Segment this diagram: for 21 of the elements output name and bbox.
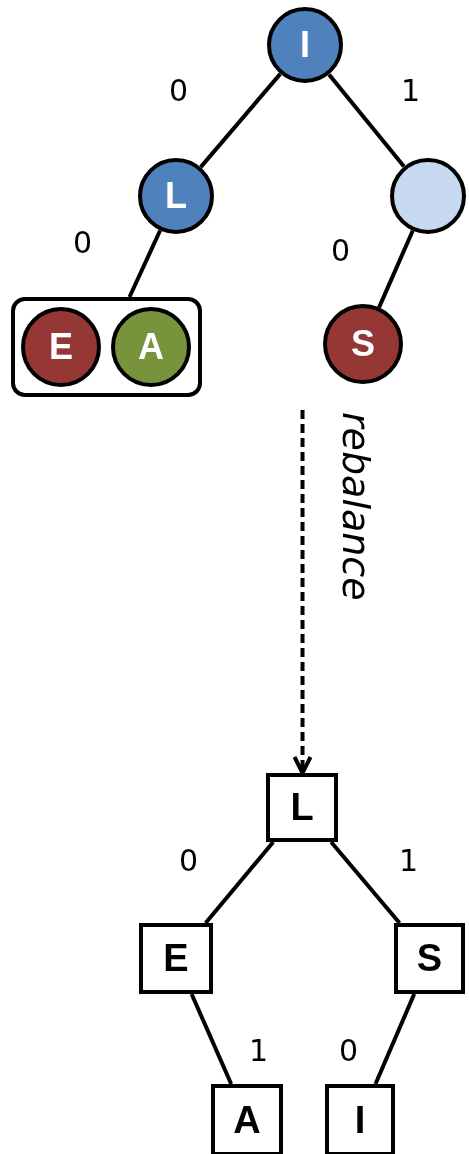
circle-node: A xyxy=(111,307,191,387)
square-node: E xyxy=(139,923,213,994)
circle-node: L xyxy=(138,158,214,234)
group-box xyxy=(11,297,202,397)
connector-line xyxy=(327,73,406,168)
edge-label: rebalance xyxy=(337,412,375,601)
connector-line xyxy=(189,993,233,1085)
square-node: L xyxy=(266,773,338,842)
square-node: S xyxy=(394,923,465,994)
square-node: A xyxy=(211,1084,283,1154)
circle-node: S xyxy=(323,304,403,384)
circle-node: E xyxy=(21,307,101,387)
square-node: I xyxy=(325,1084,395,1154)
connector-line xyxy=(199,72,282,169)
connector-line xyxy=(329,840,402,925)
connector-line xyxy=(127,229,162,298)
connector-line xyxy=(204,840,275,925)
arrow xyxy=(292,410,313,775)
connector-line xyxy=(373,993,417,1085)
circle-node: I xyxy=(267,7,343,83)
connector-line xyxy=(377,230,415,309)
